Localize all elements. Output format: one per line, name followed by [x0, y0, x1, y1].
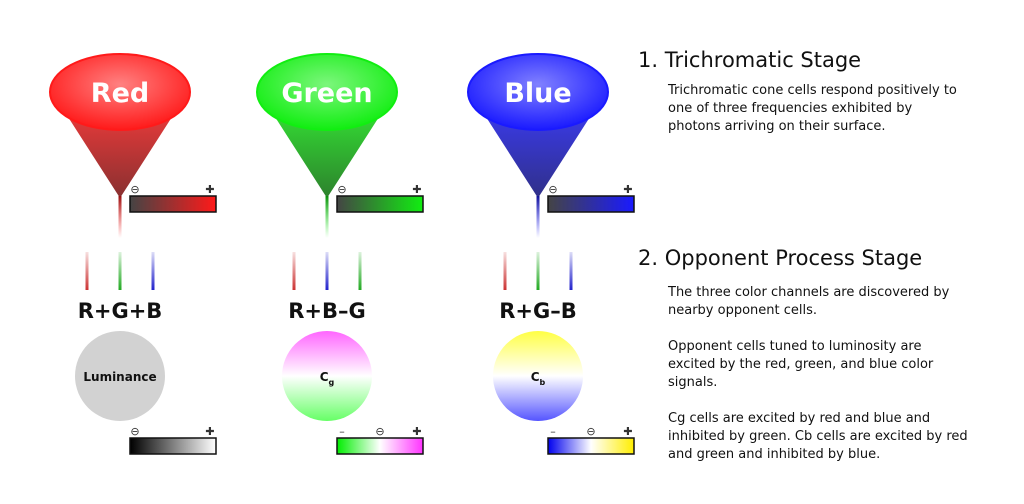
- plus-symbol: ✚: [412, 183, 421, 196]
- cell-label: Luminance: [83, 370, 156, 384]
- scale-symbol: ⊖: [130, 425, 139, 438]
- cone-stem: [118, 196, 122, 238]
- cone-blue: Blue⊖✚: [467, 53, 635, 238]
- cone-name: Blue: [504, 78, 571, 109]
- cone-green: Green⊖✚: [256, 53, 424, 238]
- stage1-title: 1. Trichromatic Stage: [638, 48, 862, 72]
- minus-symbol: ⊖: [548, 183, 557, 196]
- cell-label: Cg: [320, 370, 335, 387]
- signal-wires: [292, 252, 362, 290]
- minus-symbol: ⊖: [130, 183, 139, 196]
- signal-wire: [151, 252, 155, 290]
- cone-top: [256, 53, 398, 131]
- cone-top: [467, 53, 609, 131]
- scale-symbol: ✚: [623, 425, 632, 438]
- signal-wire: [503, 252, 507, 290]
- opponent-cell-circle: [493, 331, 583, 421]
- channel-formula: R+B–G: [288, 299, 366, 323]
- opponent-scale: – ⊖ ✚: [547, 425, 635, 455]
- opponent-cell-2: R+B–G Cg – ⊖ ✚: [282, 252, 424, 455]
- cone-stem: [536, 196, 540, 238]
- scale-symbol: ⊖: [586, 425, 595, 438]
- cone-top: [49, 53, 191, 131]
- minus-symbol: ⊖: [337, 183, 346, 196]
- signal-wire: [358, 252, 362, 290]
- cone-name: Green: [281, 78, 372, 109]
- signal-wire: [325, 252, 329, 290]
- opponent-cell-circle: [282, 331, 372, 421]
- cone-red: Red⊖✚: [49, 53, 217, 238]
- opponent-cell-3: R+G–B Cb – ⊖ ✚: [493, 252, 635, 455]
- scale-symbol: –: [339, 425, 345, 438]
- color-vision-diagram: Red⊖✚Green⊖✚Blue⊖✚R+G+BLuminance⊖✚R+B–GC…: [49, 53, 635, 455]
- channel-formula: R+G–B: [499, 299, 577, 323]
- scale-symbol: ✚: [412, 425, 421, 438]
- scale-symbol: –: [550, 425, 556, 438]
- signal-wire: [118, 252, 122, 290]
- signal-wire: [292, 252, 296, 290]
- response-scale: ⊖✚: [336, 183, 424, 213]
- stage2-paragraph-2: Opponent cells tuned to luminosity are e…: [668, 339, 934, 390]
- scale-symbol: ⊖: [375, 425, 384, 438]
- opponent-cell-circle: [75, 331, 165, 421]
- signal-wire: [536, 252, 540, 290]
- response-scale: ⊖✚: [547, 183, 635, 213]
- response-scale: ⊖✚: [129, 183, 217, 213]
- opponent-scale: ⊖✚: [129, 425, 217, 455]
- signal-wire: [569, 252, 573, 290]
- stage1-description: Trichromatic cone cells respond positive…: [668, 83, 957, 134]
- cone-name: Red: [91, 78, 149, 109]
- opponent-scale: – ⊖ ✚: [336, 425, 424, 455]
- stage2-title: 2. Opponent Process Stage: [638, 246, 923, 270]
- scale-symbol: ✚: [205, 425, 214, 438]
- cell-label: Cb: [531, 370, 546, 387]
- stage2-paragraph-3: Cg cells are excited by red and blue and…: [668, 411, 968, 462]
- channel-formula: R+G+B: [78, 299, 163, 323]
- signal-wires: [503, 252, 573, 290]
- signal-wire: [85, 252, 89, 290]
- plus-symbol: ✚: [623, 183, 632, 196]
- stage2-paragraph-1: The three color channels are discovered …: [668, 285, 950, 318]
- plus-symbol: ✚: [205, 183, 214, 196]
- signal-wires: [85, 252, 155, 290]
- cone-stem: [325, 196, 329, 238]
